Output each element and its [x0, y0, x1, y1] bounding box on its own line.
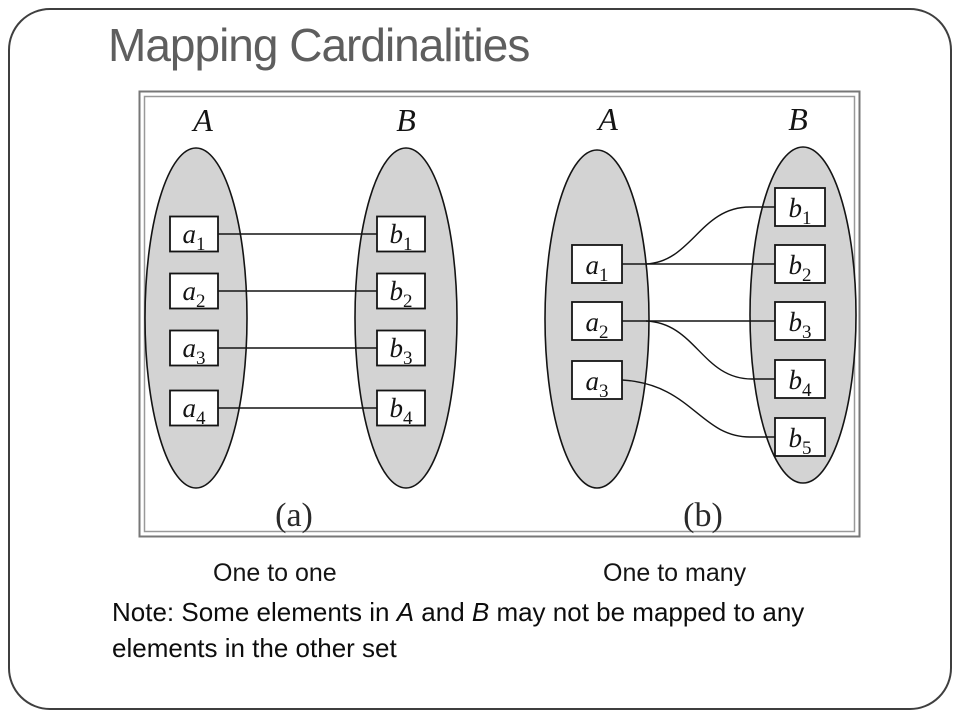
panel-a-element-b1: b1	[376, 215, 426, 255]
panel-a-element-b3: b3	[376, 329, 426, 369]
panel-b-element-a2: a2	[571, 301, 623, 343]
panel-b-set-a-label: A	[596, 101, 618, 137]
panel-b-set-b-label: B	[788, 101, 808, 137]
panel-b-element-b3: b3	[774, 301, 826, 343]
note-line-1: Note: Some elements in A and B may not b…	[112, 597, 805, 627]
svg-text:a2: a2	[183, 276, 206, 312]
panel-a-element-b4: b4	[376, 389, 426, 429]
panel-a-set-a-ellipse	[144, 147, 248, 489]
panel-b-element-a3: a3	[571, 360, 623, 402]
panel-b-element-b4: b4	[774, 359, 826, 401]
panel-a-set-b-ellipse	[354, 147, 458, 489]
panel-b-mapping-curve-a2-b4	[645, 320, 775, 380]
svg-text:b1: b1	[390, 219, 413, 255]
svg-text:a1: a1	[586, 250, 609, 286]
svg-text:a3: a3	[183, 333, 206, 369]
figure-outer-border	[138, 90, 861, 538]
svg-text:a4: a4	[183, 393, 207, 429]
note-line-2: elements in the other set	[112, 633, 397, 663]
svg-text:b4: b4	[789, 365, 813, 401]
panel-b-caption: One to many	[603, 559, 747, 587]
panel-a-label: (a)	[275, 497, 313, 534]
svg-text:a2: a2	[586, 307, 609, 343]
panel-a-caption: One to one	[213, 559, 337, 587]
panel-a-element-a3: a3	[169, 329, 219, 369]
panel-b-element-b1: b1	[774, 187, 826, 229]
svg-text:b2: b2	[789, 250, 812, 286]
svg-text:a1: a1	[183, 219, 206, 255]
panel-b-element-b2: b2	[774, 244, 826, 286]
svg-text:b1: b1	[789, 193, 812, 229]
panel-b-mapping-curve-a1-b1	[645, 206, 775, 265]
panel-b-label: (b)	[683, 497, 723, 534]
svg-text:b3: b3	[789, 307, 812, 343]
panel-a-element-b2: b2	[376, 272, 426, 312]
svg-text:b4: b4	[390, 393, 414, 429]
svg-text:b3: b3	[390, 333, 413, 369]
panel-b-element-a1: a1	[571, 244, 623, 286]
panel-a-element-a1: a1	[169, 215, 219, 255]
svg-text:b2: b2	[390, 276, 413, 312]
page-title: Mapping Cardinalities	[108, 19, 530, 71]
panel-a-element-a4: a4	[169, 389, 219, 429]
panel-a-set-a-label: A	[191, 102, 213, 138]
panel-a-element-a2: a2	[169, 272, 219, 312]
panel-a-set-b-label: B	[396, 102, 416, 138]
svg-text:a3: a3	[586, 366, 609, 402]
svg-text:b5: b5	[789, 423, 812, 459]
panel-b-element-b5: b5	[774, 417, 826, 459]
note-text: Note: Some elements in A and B may not b…	[112, 594, 872, 666]
slide-border	[8, 8, 952, 710]
panel-b-mapping-curve-a3-b5	[621, 379, 775, 438]
